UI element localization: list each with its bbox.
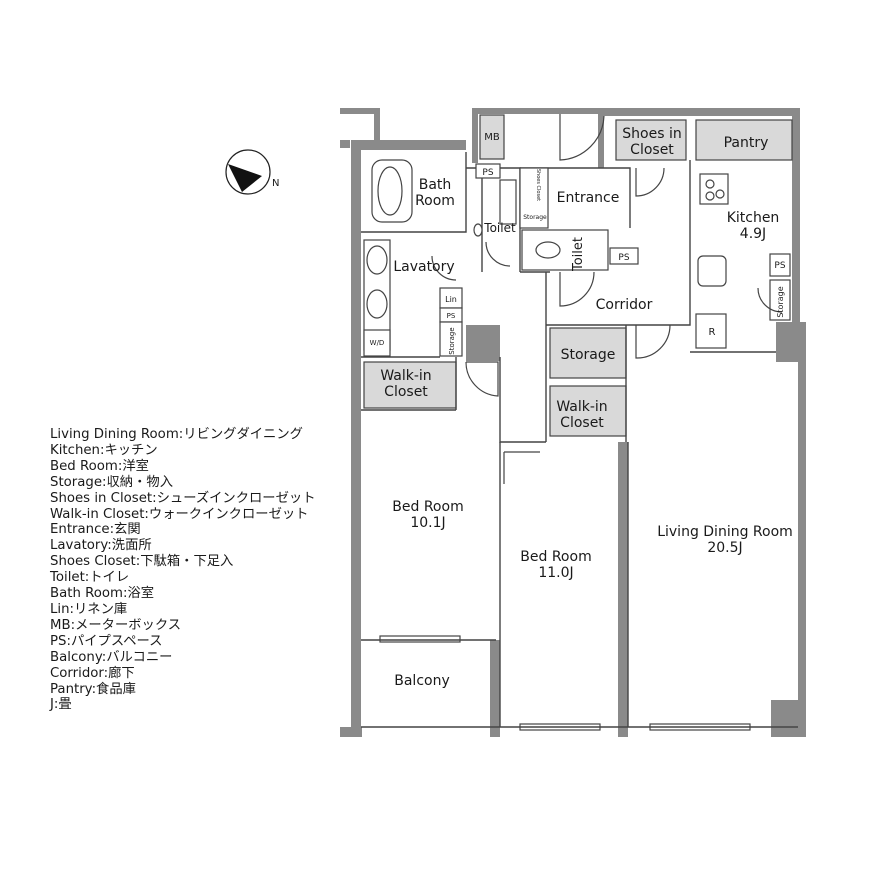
shoes-in-closet-area bbox=[615, 119, 687, 161]
toilet-1-label: Toilet bbox=[483, 221, 516, 235]
burner-icon bbox=[705, 179, 715, 189]
kitchen-size: 4.9J bbox=[740, 226, 766, 242]
bed-room-1-size: 10.1J bbox=[410, 515, 445, 531]
shoes-in-closet-label-1: Shoes in bbox=[622, 126, 681, 142]
lin-label: Lin bbox=[445, 295, 457, 304]
legend-item: Storage:収納・物入 bbox=[50, 474, 173, 490]
mb-label: MB bbox=[484, 132, 500, 143]
wic-2-label-2: Closet bbox=[560, 415, 604, 431]
mb-area bbox=[479, 114, 505, 160]
compass-label: N bbox=[272, 178, 279, 189]
legend-item: Corridor:廊下 bbox=[50, 665, 135, 681]
walls bbox=[340, 108, 806, 737]
legend-item: Lavatory:洗面所 bbox=[50, 538, 152, 554]
toilet-2-bowl-icon bbox=[535, 241, 561, 259]
ps-box-toilet bbox=[609, 247, 639, 265]
legend-item: Lin:リネン庫 bbox=[50, 601, 128, 617]
legend-item: Pantry:食品庫 bbox=[50, 681, 136, 697]
wd-label: W/D bbox=[370, 339, 385, 347]
storage-label-lav: Storage bbox=[448, 327, 456, 354]
toilet-1-paper-icon bbox=[473, 223, 483, 237]
bath-label-2: Room bbox=[415, 193, 455, 209]
bathtub-icon bbox=[371, 159, 413, 223]
bed-room-2-size: 11.0J bbox=[538, 565, 573, 581]
ps-label-lav: PS bbox=[447, 312, 456, 320]
refrigerator-icon bbox=[695, 313, 727, 349]
bath-label-1: Bath bbox=[419, 177, 452, 193]
toilet-1-tank-icon bbox=[499, 179, 517, 225]
wic-1-label-2: Closet bbox=[384, 384, 428, 400]
legend-item: J:畳 bbox=[50, 697, 72, 713]
lavatory-label: Lavatory bbox=[393, 259, 454, 275]
legend-item: Shoes in Closet:シューズインクローゼット bbox=[50, 490, 316, 506]
toilet-2-room-icon bbox=[521, 229, 609, 271]
ps-label-entrance: PS bbox=[482, 168, 493, 178]
windows bbox=[379, 635, 751, 731]
storage-box-lav bbox=[439, 321, 463, 357]
legend-item: Living Dining Room:リビングダイニング bbox=[50, 427, 303, 442]
storage-box-kitchen bbox=[769, 279, 791, 321]
bathtub-inner-icon bbox=[377, 166, 403, 216]
ps-label-toilet: PS bbox=[618, 253, 629, 263]
burner-icon bbox=[705, 191, 715, 201]
ldr-label: Living Dining Room bbox=[657, 524, 793, 540]
shoes-closet-label: Shoes Closet bbox=[535, 169, 541, 201]
storage-label-kitchen: Storage bbox=[776, 286, 785, 317]
shoes-closet-box bbox=[519, 167, 549, 229]
compass-icon bbox=[225, 149, 271, 195]
corridor-label: Corridor bbox=[596, 297, 653, 313]
legend-item: Bath Room:浴室 bbox=[50, 586, 155, 602]
shoes-in-closet-label-2: Closet bbox=[630, 142, 674, 158]
sink-icon bbox=[366, 289, 388, 319]
washer-dryer-icon bbox=[363, 329, 391, 357]
fixture-labels: MB PS PS Lin PS Storage W/D R PS Storage… bbox=[370, 132, 786, 355]
storage-label-entrance: Storage bbox=[523, 214, 547, 221]
entrance-label: Entrance bbox=[557, 190, 620, 206]
legend-item: MB:メーターボックス bbox=[50, 617, 182, 633]
legend: Living Dining Room:リビングダイニング Kitchen:キッチ… bbox=[50, 427, 316, 713]
legend-item: PS:パイプスペース bbox=[50, 633, 163, 649]
storage-label: Storage bbox=[561, 347, 616, 363]
refrigerator-label: R bbox=[709, 327, 716, 338]
pantry-area bbox=[695, 119, 793, 161]
fixtures bbox=[363, 159, 791, 357]
kitchen-label: Kitchen bbox=[727, 210, 780, 226]
legend-item: Entrance:玄関 bbox=[50, 522, 141, 538]
legend-item: Toilet:トイレ bbox=[50, 570, 130, 586]
wic-2-label-1: Walk-in bbox=[556, 399, 607, 415]
stove-icon bbox=[699, 173, 729, 205]
wic-1-label-1: Walk-in bbox=[380, 368, 431, 384]
room-labels: Shoes in Closet Pantry Bath Room Entranc… bbox=[380, 126, 792, 689]
ps-box-kitchen bbox=[769, 253, 791, 277]
legend-item: Bed Room:洋室 bbox=[50, 458, 149, 474]
kitchen-sink-icon bbox=[697, 255, 727, 287]
legend-item: Walk-in Closet:ウォークインクローゼット bbox=[50, 506, 309, 522]
bed-room-2-label: Bed Room bbox=[520, 549, 591, 565]
shaded-areas bbox=[363, 114, 793, 437]
bed-room-1-label: Bed Room bbox=[392, 499, 463, 515]
ps-label-kitchen: PS bbox=[774, 261, 785, 271]
ldr-size: 20.5J bbox=[707, 540, 742, 556]
balcony-label: Balcony bbox=[394, 673, 450, 689]
legend-item: Kitchen:キッチン bbox=[50, 442, 158, 458]
legend-item: Shoes Closet:下駄箱・下足入 bbox=[50, 554, 234, 570]
legend-item: Balcony:バルコニー bbox=[50, 649, 173, 665]
door-swings bbox=[431, 114, 783, 484]
ps-box-entrance bbox=[475, 163, 501, 179]
storage-area bbox=[549, 327, 627, 379]
sink-icon bbox=[366, 245, 388, 275]
burner-icon bbox=[715, 189, 725, 199]
toilet-2-label: Toilet bbox=[571, 237, 586, 272]
pantry-label: Pantry bbox=[724, 135, 769, 151]
